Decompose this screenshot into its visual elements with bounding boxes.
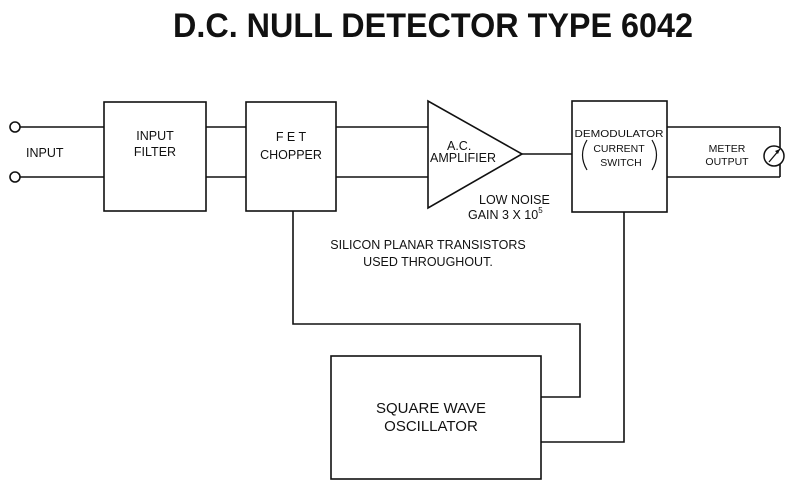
meter-label-line1: METER bbox=[709, 143, 746, 155]
wire-demod-oscillator bbox=[541, 212, 625, 443]
input-filter-label-line2: FILTER bbox=[134, 145, 176, 159]
wire-chopper-oscillator bbox=[292, 211, 581, 398]
demodulator-right-bracket bbox=[651, 139, 658, 171]
fet-chopper-label-line2: CHOPPER bbox=[260, 148, 322, 162]
input-filter-block bbox=[103, 101, 207, 212]
input-terminal-top bbox=[9, 121, 21, 133]
ac-amplifier-label-line1: A.C. bbox=[447, 139, 471, 153]
oscillator-label-line1: SQUARE WAVE bbox=[376, 400, 486, 417]
input-label: INPUT bbox=[26, 146, 64, 160]
demodulator-label-line1: DEMODULATOR bbox=[575, 128, 664, 140]
demodulator-left-bracket bbox=[581, 139, 588, 171]
ac-amplifier-label-line2: AMPLIFIER bbox=[430, 151, 496, 165]
gain-note: GAIN 3 X 105 bbox=[468, 206, 543, 222]
low-noise-note: LOW NOISE bbox=[479, 193, 550, 207]
gain-exponent: 5 bbox=[538, 206, 543, 215]
diagram-title: D.C. NULL DETECTOR TYPE 6042 bbox=[173, 7, 693, 45]
demodulator-block bbox=[571, 100, 668, 213]
meter-label-line2: OUTPUT bbox=[705, 156, 749, 168]
gain-base: GAIN 3 X 10 bbox=[468, 208, 538, 222]
input-filter-label-line1: INPUT bbox=[136, 129, 174, 143]
fet-chopper-block bbox=[245, 101, 337, 212]
silicon-note-line2: USED THROUGHOUT. bbox=[363, 255, 493, 269]
input-terminal-bottom bbox=[9, 171, 21, 183]
oscillator-label-line2: OSCILLATOR bbox=[384, 418, 478, 435]
demodulator-label-line3: SWITCH bbox=[600, 157, 641, 169]
oscillator-block bbox=[330, 355, 542, 480]
silicon-note-line1: SILICON PLANAR TRANSISTORS bbox=[330, 238, 525, 252]
fet-chopper-label-line1: F E T bbox=[276, 130, 307, 144]
meter-icon bbox=[763, 145, 785, 167]
demodulator-label-line2: CURRENT bbox=[593, 143, 645, 155]
ac-amplifier-triangle bbox=[427, 99, 524, 210]
